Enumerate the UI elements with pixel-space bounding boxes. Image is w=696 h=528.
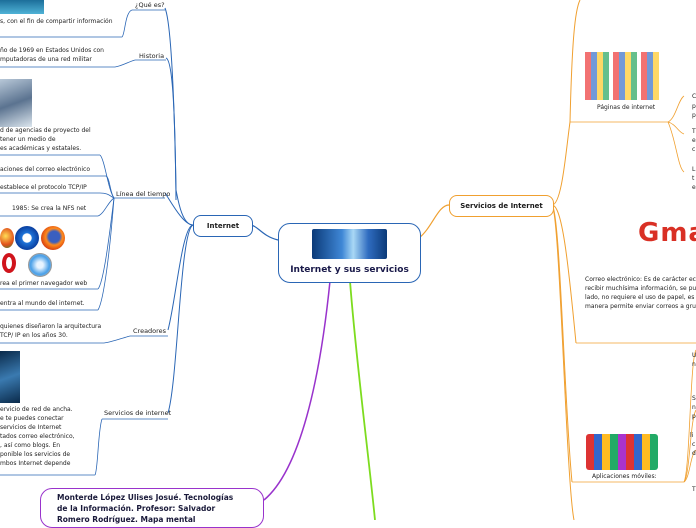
- websites-collage-image: [585, 52, 659, 100]
- cut-letter: c: [692, 146, 696, 153]
- correo-text-1: Correo electrónico: Es de carácter econ: [585, 276, 696, 283]
- cut-letter: e: [692, 184, 696, 191]
- safari-icon: [28, 253, 52, 277]
- gmail-logo: Gmai: [638, 218, 696, 248]
- central-image: [312, 229, 387, 259]
- arpanet-image: [0, 79, 32, 127]
- cut-letter: T: [692, 128, 696, 135]
- servicios-text-1: ervicio de red de ancha.: [0, 406, 73, 413]
- network-image: [0, 351, 20, 403]
- opera-icon: [2, 253, 16, 273]
- timeline-text-c: establece el protocolo TCP/IP: [0, 184, 87, 191]
- branch-internet[interactable]: Internet: [193, 215, 253, 237]
- cut-letter: C: [692, 93, 696, 100]
- topic-linea-tiempo[interactable]: Línea del tiempo: [116, 190, 171, 198]
- apps-label[interactable]: Aplicaciones móviles:: [592, 473, 657, 480]
- timeline-text-e: rea el primer navegador web: [0, 280, 88, 287]
- servicios-text-2: e te puedes conectar: [0, 415, 64, 422]
- historia-text-2: mputadoras de una red militar: [0, 56, 92, 63]
- apps-collage-image: [586, 434, 658, 470]
- que-es-image: [0, 0, 44, 14]
- timeline-text-d: 1985: Se crea la NFS net: [12, 205, 87, 212]
- timeline-text-f: entra al mundo del internet.: [0, 300, 85, 307]
- topic-servicios-internet[interactable]: Servicios de internet: [104, 409, 172, 417]
- chrome-icon: [0, 228, 14, 248]
- central-topic[interactable]: Internet y sus servicios: [278, 223, 421, 283]
- servicios-text-3: servicios de Internet: [0, 424, 62, 431]
- author-line-2: de la Información. Profesor: Salvador: [57, 504, 216, 513]
- topic-historia[interactable]: Historia: [139, 52, 165, 60]
- cut-letter: S: [692, 395, 696, 402]
- cut-letter: e: [692, 137, 696, 144]
- correo-text-4: manera permite enviar correos a grupo: [585, 303, 696, 310]
- cut-letter: li: [690, 432, 694, 439]
- cut-letter: U: [692, 352, 696, 359]
- author-node[interactable]: Monterde López Ulises Josué. Tecnologías…: [40, 488, 264, 528]
- timeline-text-b: aciones del correo electrónico: [0, 166, 90, 173]
- topic-creadores[interactable]: Creadores: [133, 327, 167, 335]
- cut-letter: d: [692, 450, 696, 457]
- cut-letter: L: [692, 166, 696, 173]
- servicios-text-4: tados correo electrónico,: [0, 433, 75, 440]
- servicios-text-5: , así como blogs. En: [0, 442, 61, 449]
- paginas-label[interactable]: Páginas de internet: [597, 104, 656, 111]
- que-es-text-1: s, con el fin de compartir información: [0, 18, 113, 25]
- firefox-icon: [41, 226, 65, 250]
- cut-letter: t: [692, 175, 695, 182]
- timeline-text-a1: d de agencias de proyecto del: [0, 127, 91, 134]
- correo-text-3: lado, no requiere el uso de papel, es se…: [585, 294, 696, 301]
- branch-servicios-internet[interactable]: Servicios de Internet: [449, 195, 554, 217]
- cut-letter: T: [692, 486, 696, 493]
- topic-que-es[interactable]: ¿Qué es?: [135, 1, 165, 9]
- cut-letter: c: [692, 441, 696, 448]
- central-title: Internet y sus servicios: [290, 265, 409, 275]
- servicios-text-6: ponible los servicios de: [0, 451, 71, 458]
- cut-letter: p: [692, 413, 696, 420]
- author-line-1: Monterde López Ulises Josué. Tecnologías: [57, 493, 234, 502]
- cut-letter: n: [692, 404, 696, 411]
- cut-letter: p: [692, 112, 696, 119]
- creadores-text-1: quienes diseñaron la arquitectura: [0, 323, 102, 330]
- correo-text-2: recibir muchísima información, se pued: [585, 285, 696, 292]
- historia-text-1: ño de 1969 en Estados Unidos con: [0, 47, 104, 54]
- timeline-text-a3: es académicas y estatales.: [0, 145, 82, 152]
- ie-icon: [15, 226, 39, 250]
- cut-letter: n: [692, 361, 696, 368]
- cut-letter: p: [692, 103, 696, 110]
- browser-logos: [0, 226, 68, 277]
- servicios-text-7: mbos Internet depende: [0, 460, 71, 467]
- creadores-text-2: TCP/ IP en los años 30.: [0, 332, 68, 339]
- timeline-text-a2: tener un medio de: [0, 136, 56, 143]
